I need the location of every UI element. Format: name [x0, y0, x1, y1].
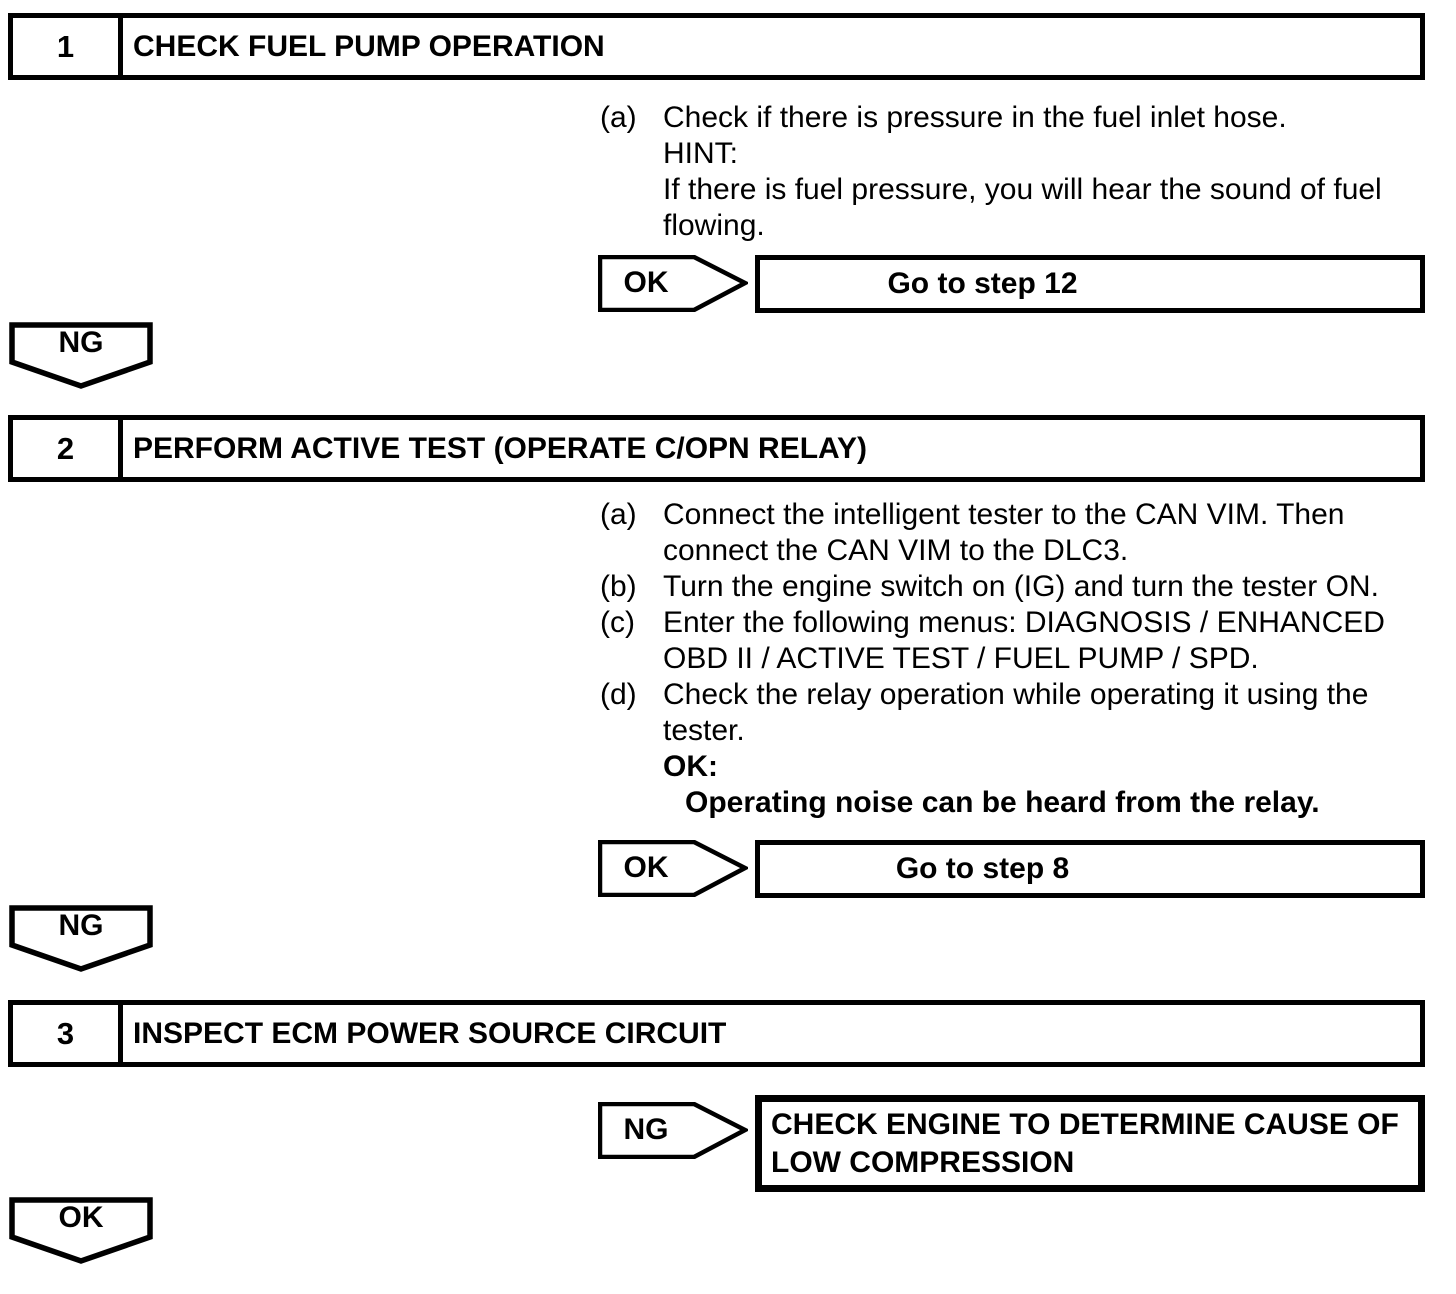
instruction-line: (d) Check the relay operation while oper… — [600, 677, 1385, 713]
ng-connector-badge: NG — [598, 1102, 748, 1159]
instruction-text: Turn the engine switch on (IG) and turn … — [663, 570, 1379, 603]
ng-result-line: CHECK ENGINE TO DETERMINE CAUSE OF — [771, 1107, 1399, 1141]
instruction-label — [600, 641, 663, 677]
step-3-ng-result-box: CHECK ENGINE TO DETERMINE CAUSE OF LOW C… — [755, 1095, 1425, 1192]
step-2-header: 2 PERFORM ACTIVE TEST (OPERATE C/OPN REL… — [8, 415, 1425, 482]
instruction-line: Operating noise can be heard from the re… — [600, 785, 1385, 821]
ok-connector-label: OK — [58, 1201, 104, 1234]
down-pentagon-icon — [9, 322, 153, 389]
right-arrow-icon — [598, 1102, 748, 1159]
instruction-line: (c) Enter the following menus: DIAGNOSIS… — [600, 605, 1385, 641]
ng-connector-label: NG — [623, 1113, 669, 1146]
instruction-text: tester. — [663, 714, 745, 747]
right-arrow-icon — [598, 840, 748, 897]
ok-connector-badge: OK — [598, 840, 748, 897]
instruction-text: If there is fuel pressure, you will hear… — [663, 173, 1382, 206]
step-2-ok-result-box: Go to step 8 — [755, 840, 1425, 898]
down-pentagon-icon — [9, 1197, 153, 1264]
ok-criteria-text: Operating noise can be heard from the re… — [685, 786, 1320, 819]
instruction-label — [600, 533, 663, 569]
instruction-label: (b) — [600, 570, 637, 603]
instruction-text: Check the relay operation while operatin… — [663, 678, 1369, 711]
instruction-text: Check if there is pressure in the fuel i… — [663, 101, 1287, 134]
instruction-label — [600, 172, 663, 208]
ok-criteria-heading: OK: — [663, 750, 718, 783]
instruction-line: (a) Connect the intelligent tester to th… — [600, 497, 1385, 533]
instruction-text: connect the CAN VIM to the DLC3. — [663, 534, 1129, 567]
ok-connector-label: OK — [623, 851, 669, 884]
instruction-text: flowing. — [663, 209, 765, 242]
instruction-line: OK: — [600, 749, 1385, 785]
instruction-label — [600, 785, 663, 821]
ok-connector-label: OK — [623, 266, 669, 299]
step-3-number: 3 — [13, 1005, 123, 1062]
instruction-label — [600, 749, 663, 785]
step-1-instructions: (a) Check if there is pressure in the fu… — [600, 100, 1382, 244]
instruction-label: (a) — [600, 101, 637, 134]
instruction-line: connect the CAN VIM to the DLC3. — [600, 533, 1385, 569]
down-pentagon-icon — [9, 905, 153, 972]
instruction-label — [600, 136, 663, 172]
step-3-title: INSPECT ECM POWER SOURCE CIRCUIT — [133, 1016, 727, 1050]
right-arrow-icon — [598, 255, 748, 312]
instruction-line: HINT: — [600, 136, 1382, 172]
instruction-line: If there is fuel pressure, you will hear… — [600, 172, 1382, 208]
ng-connector-label: NG — [58, 909, 104, 942]
instruction-line: (b) Turn the engine switch on (IG) and t… — [600, 569, 1385, 605]
ng-connector-label: NG — [58, 326, 104, 359]
instruction-line: (a) Check if there is pressure in the fu… — [600, 100, 1382, 136]
ng-connector-badge: NG — [9, 322, 153, 390]
instruction-label: (c) — [600, 606, 635, 639]
instruction-line: tester. — [600, 713, 1385, 749]
step-1-ok-result-box: Go to step 12 — [755, 255, 1425, 313]
instruction-line: OBD II / ACTIVE TEST / FUEL PUMP / SPD. — [600, 641, 1385, 677]
ok-connector-badge: OK — [598, 255, 748, 312]
step-2-instructions: (a) Connect the intelligent tester to th… — [600, 497, 1385, 821]
step-1-number: 1 — [13, 18, 123, 75]
instruction-text: HINT: — [663, 137, 738, 170]
instruction-text: Enter the following menus: DIAGNOSIS / E… — [663, 606, 1385, 639]
instruction-label: (a) — [600, 498, 637, 531]
instruction-label — [600, 208, 663, 244]
step-1-title: CHECK FUEL PUMP OPERATION — [133, 29, 605, 63]
instruction-line: flowing. — [600, 208, 1382, 244]
instruction-text: Connect the intelligent tester to the CA… — [663, 498, 1345, 531]
step-3-header: 3 INSPECT ECM POWER SOURCE CIRCUIT — [8, 1000, 1425, 1067]
step-1-header: 1 CHECK FUEL PUMP OPERATION — [8, 13, 1425, 80]
ng-result-line: LOW COMPRESSION — [771, 1145, 1075, 1179]
ok-connector-badge: OK — [9, 1197, 153, 1265]
ng-connector-badge: NG — [9, 905, 153, 973]
instruction-label — [600, 713, 663, 749]
instruction-label: (d) — [600, 678, 637, 711]
step-2-number: 2 — [13, 420, 123, 477]
step-2-title: PERFORM ACTIVE TEST (OPERATE C/OPN RELAY… — [133, 431, 867, 465]
instruction-text: OBD II / ACTIVE TEST / FUEL PUMP / SPD. — [663, 642, 1259, 675]
